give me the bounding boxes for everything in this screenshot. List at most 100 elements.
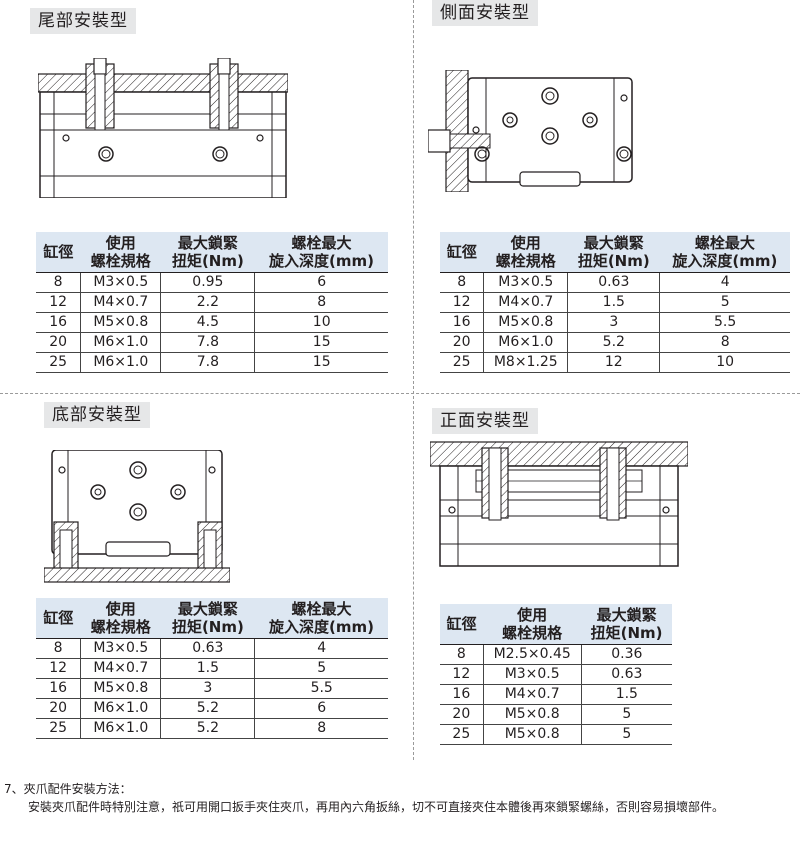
bore-cell: 12 [440,292,485,313]
bore-cell: 8 [440,644,484,665]
bolt-spec-cell: M4×0.7 [483,292,569,313]
max-torque-cell: 5 [581,724,672,745]
bore-cell: 12 [440,664,484,685]
max-torque-cell: 0.95 [160,272,256,293]
bolt-spec-cell: M6×1.0 [80,698,162,719]
bolt-spec-cell: M3×0.5 [483,664,582,685]
max-depth-cell: 4 [254,638,388,659]
bottom-mount-diagram [44,450,230,583]
bore-cell: 8 [440,272,485,293]
bolt-spec-cell: M5×0.8 [483,704,582,725]
bolt-spec-cell: M2.5×0.45 [483,644,582,665]
max-torque-cell: 1.5 [160,658,256,679]
bore-header: 缸徑 [36,598,81,639]
bolt-spec-cell: M8×1.25 [483,352,569,373]
horizontal-divider [0,393,800,394]
bolt-spec-cell: M6×1.0 [80,332,162,353]
max-depth-cell: 5 [659,292,790,313]
max-torque-header: 最大鎖緊扭矩(Nm) [160,232,255,273]
bolt-spec-header: 使用螺栓規格 [483,604,582,645]
section-title-front-mount: 正面安裝型 [432,408,538,434]
max-torque-cell: 2.2 [160,292,256,313]
max-torque-cell: 5 [581,704,672,725]
bolt-spec-cell: M5×0.8 [483,724,582,745]
bore-cell: 25 [36,718,82,739]
bore-cell: 8 [36,272,82,293]
bolt-spec-cell: M5×0.8 [80,312,162,333]
max-torque-cell: 0.63 [567,272,661,293]
bore-cell: 20 [440,704,484,725]
max-torque-cell: 0.36 [581,644,672,665]
max-torque-cell: 0.63 [160,638,256,659]
bore-cell: 16 [36,678,82,699]
bolt-spec-cell: M5×0.8 [483,312,569,333]
note-heading: 7、夾爪配件安裝方法： [4,782,132,796]
bolt-spec-cell: M6×1.0 [80,352,162,373]
max-depth-cell: 15 [254,352,388,373]
note-body: 安裝夾爪配件時特別注意，祇可用開口扳手夾住夾爪，再用內六角扳絲，切不可直接夾住本… [28,800,725,814]
bore-header: 缸徑 [36,232,81,273]
bolt-spec-header: 使用螺栓規格 [483,232,568,273]
max-torque-header: 最大鎖緊扭矩(Nm) [160,598,255,639]
bore-cell: 25 [36,352,82,373]
max-depth-header: 螺栓最大旋入深度(mm) [254,232,388,273]
max-depth-cell: 5 [254,658,388,679]
bore-cell: 12 [36,658,82,679]
max-torque-cell: 4.5 [160,312,256,333]
bore-cell: 25 [440,352,485,373]
max-torque-cell: 12 [567,352,661,373]
max-depth-cell: 6 [254,698,388,719]
max-depth-cell: 8 [254,292,388,313]
bore-cell: 20 [440,332,485,353]
max-depth-cell: 4 [659,272,790,293]
tail-mount-diagram [38,58,288,198]
max-torque-cell: 7.8 [160,332,256,353]
max-torque-cell: 1.5 [581,684,672,705]
max-depth-header: 螺栓最大旋入深度(mm) [659,232,790,273]
max-torque-cell: 3 [160,678,256,699]
max-torque-cell: 5.2 [160,698,256,719]
bore-cell: 16 [36,312,82,333]
bolt-spec-header: 使用螺栓規格 [80,598,161,639]
vertical-divider [413,0,414,760]
max-depth-cell: 8 [254,718,388,739]
front-mount-diagram [430,441,688,567]
section-title-bottom-mount: 底部安裝型 [44,402,150,428]
bolt-spec-cell: M3×0.5 [80,272,162,293]
max-depth-cell: 15 [254,332,388,353]
section-title-tail-mount: 尾部安裝型 [30,8,136,34]
bore-cell: 20 [36,698,82,719]
bolt-spec-cell: M4×0.7 [483,684,582,705]
max-torque-cell: 1.5 [567,292,661,313]
max-depth-cell: 8 [659,332,790,353]
bolt-spec-cell: M5×0.8 [80,678,162,699]
bore-cell: 12 [36,292,82,313]
max-depth-cell: 5.5 [659,312,790,333]
bolt-spec-cell: M4×0.7 [80,658,162,679]
bore-header: 缸徑 [440,604,484,645]
bolt-spec-cell: M4×0.7 [80,292,162,313]
bolt-spec-cell: M6×1.0 [80,718,162,739]
max-depth-cell: 10 [254,312,388,333]
max-torque-header: 最大鎖緊扭矩(Nm) [581,604,672,645]
